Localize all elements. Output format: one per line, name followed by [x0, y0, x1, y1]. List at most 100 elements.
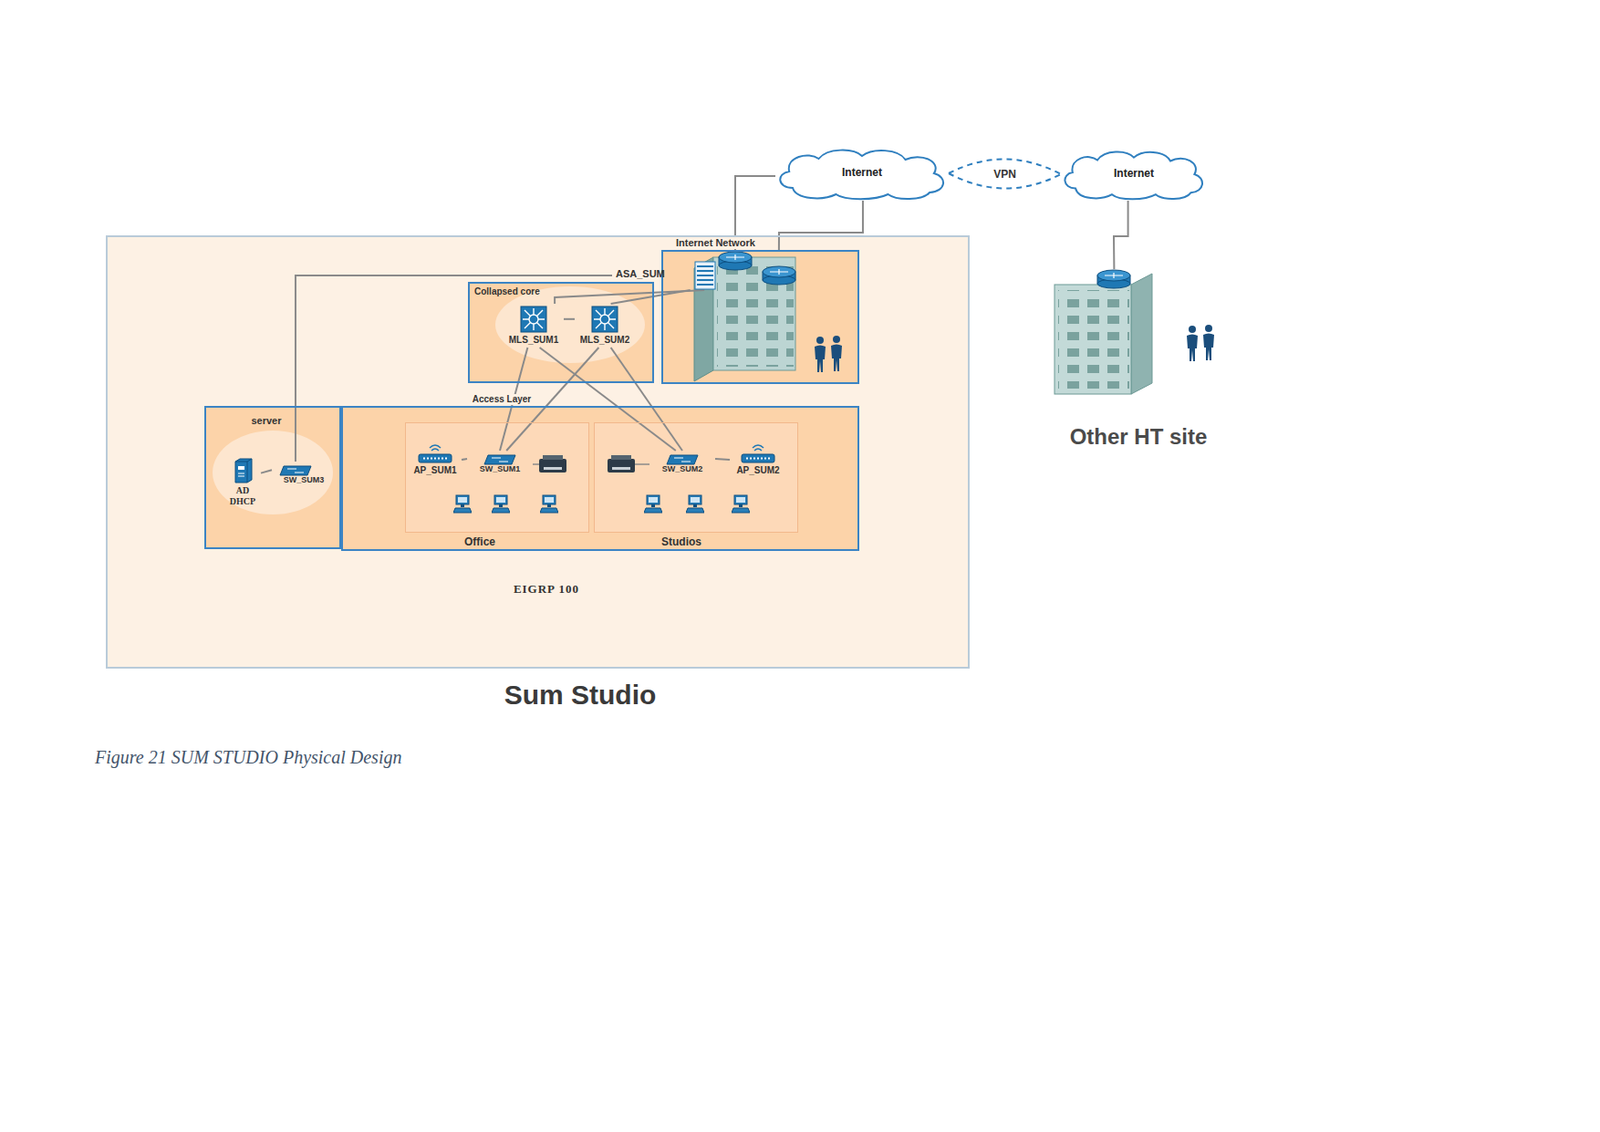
workstation-symbol — [540, 495, 559, 513]
device-icon — [591, 305, 619, 333]
router-symbol — [718, 251, 752, 263]
device-icon — [665, 454, 699, 466]
workstation-symbol — [453, 495, 472, 513]
node-label: Internet Network — [674, 237, 758, 250]
connector-line — [563, 318, 575, 321]
device-icon — [666, 455, 698, 465]
device-icon — [665, 452, 699, 464]
connector-line — [948, 158, 1061, 188]
office-building — [694, 257, 714, 382]
connector-line — [461, 458, 468, 460]
people — [1186, 325, 1198, 362]
device-icon — [695, 261, 716, 290]
device-icon — [483, 454, 517, 466]
device-icon — [429, 445, 441, 451]
router-symbol — [762, 266, 796, 278]
remote-site: Other HT site — [1021, 269, 1259, 457]
node-label: SW_SUM3 — [283, 475, 325, 486]
device-icon — [746, 457, 770, 460]
device-icon — [279, 465, 312, 477]
node-label: Collapsed core — [474, 286, 541, 298]
device-icon — [418, 454, 452, 463]
internet-cloud: Internet — [775, 145, 949, 201]
device-icon — [483, 452, 517, 464]
node-label: AP_SUM1 — [413, 465, 457, 477]
zone-fill — [105, 235, 970, 669]
node-label: AD DHCP — [224, 485, 261, 508]
node-label: ASA_SUM — [615, 268, 665, 281]
device-icon — [232, 457, 253, 484]
node-label: SW_SUM2 — [662, 464, 704, 475]
router-symbol — [769, 269, 789, 275]
device-icon — [279, 463, 312, 475]
workstation-symbol — [644, 495, 663, 513]
printer-symbol — [543, 467, 562, 470]
node-label: Internet — [1113, 166, 1154, 180]
device-icon — [522, 308, 545, 331]
access-zone: Access LayerOfficeAP_SUM1SW_SUM1StudiosS… — [341, 405, 860, 551]
printer-symbol — [634, 463, 650, 466]
router-symbol — [726, 254, 745, 260]
device-icon — [741, 454, 775, 463]
printer-symbol — [612, 467, 631, 470]
device-icon — [491, 457, 509, 462]
remote-building — [1054, 270, 1153, 395]
people — [814, 324, 1215, 373]
network-label: EIGRP 100 — [513, 581, 580, 597]
node-label: server — [250, 415, 281, 427]
core-zone: Collapsed coreMLS_SUM1MLS_SUM2 — [467, 281, 655, 384]
switch-symbol: SW_SUM2 — [649, 450, 716, 478]
node-label: MLS_SUM2 — [580, 334, 630, 346]
remote-building — [1058, 290, 1130, 389]
people — [814, 336, 826, 373]
cloud-outline — [1064, 151, 1203, 199]
device-icon — [519, 305, 548, 333]
device-icon — [417, 440, 453, 465]
device-icon — [696, 266, 714, 285]
device-icon — [423, 457, 447, 460]
people — [831, 335, 842, 372]
device-icon — [740, 440, 776, 465]
device-icon — [232, 457, 253, 484]
zone-fill — [495, 286, 645, 364]
internet-cloud: Internet — [1060, 147, 1207, 201]
zone-fill — [661, 249, 860, 385]
device-icon — [484, 455, 516, 465]
connector-line — [540, 347, 676, 451]
node-label: Other HT site — [1070, 424, 1208, 451]
remote-building — [1104, 272, 1123, 279]
workstation-symbol — [453, 495, 750, 513]
device-icon — [235, 458, 252, 483]
device-icon — [520, 306, 547, 333]
device-icon — [694, 260, 717, 291]
connector-line — [611, 290, 691, 304]
printer-symbol — [611, 455, 632, 460]
device-icon — [593, 308, 616, 331]
device-icon — [287, 468, 304, 473]
edge-label: VPN — [990, 166, 1019, 180]
workstation-symbol — [731, 495, 750, 513]
node-label: Access Layer — [470, 394, 534, 406]
server-zone: server AD DHCP SW_SUM3 — [204, 405, 342, 550]
connector-line — [779, 200, 863, 250]
node-label: Studios — [661, 535, 702, 549]
office-building — [694, 257, 796, 382]
device-icon — [238, 473, 245, 477]
connector-line — [715, 458, 730, 460]
printer-symbol — [532, 463, 540, 466]
device-icon — [674, 457, 691, 462]
device-icon — [519, 305, 548, 333]
printer-symbol — [542, 455, 563, 460]
zone-fill — [341, 405, 860, 551]
printer-symbol — [539, 458, 567, 473]
firewall-symbol: ASA_SUM — [612, 260, 721, 291]
device-icon — [417, 440, 453, 465]
access-point: AP_SUM1 — [408, 438, 462, 478]
connector-line — [1113, 200, 1129, 270]
router-symbol — [718, 251, 796, 285]
internet-zone: Internet NetworkASA_SUM — [661, 249, 860, 385]
remote-building — [1054, 284, 1132, 395]
workstation-symbol — [491, 495, 510, 513]
